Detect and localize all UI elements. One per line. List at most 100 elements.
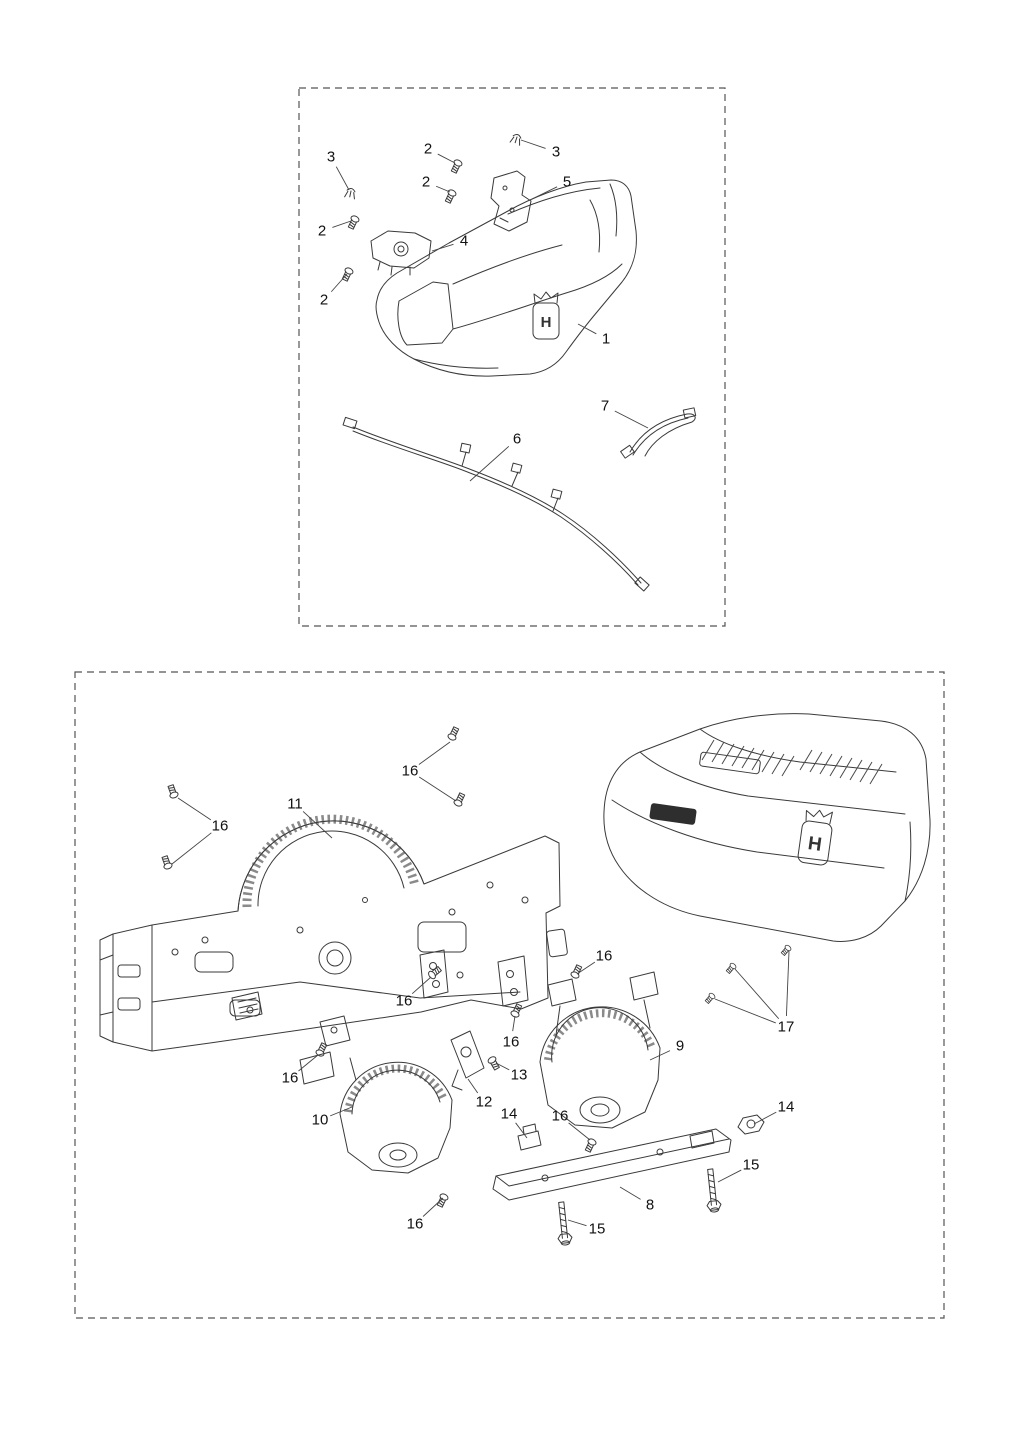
part-number-label: 9 — [676, 1038, 684, 1055]
screw-part16-i — [583, 1137, 598, 1154]
callout-leader-line — [520, 139, 546, 149]
callout-leader-line — [469, 445, 510, 482]
part-number-label: 2 — [422, 174, 430, 191]
screw-part17-b — [724, 961, 738, 975]
screw-part2-c — [346, 214, 361, 231]
assembled-top-cover: H — [603, 713, 931, 942]
part-number-label: 17 — [778, 1019, 795, 1036]
callout-leader-line — [330, 273, 348, 293]
callout-leader-line — [422, 1197, 444, 1217]
part-number-label: 16 — [282, 1070, 299, 1087]
part-number-label: 2 — [320, 292, 328, 309]
part-number-label: 8 — [646, 1197, 654, 1214]
callout-leader-line — [531, 186, 558, 200]
part-number-label: 16 — [402, 763, 419, 780]
callout-leader-line — [411, 976, 432, 995]
part-number-label: 1 — [602, 331, 610, 348]
part-number-label: 16 — [552, 1108, 569, 1125]
callout-leader-line — [576, 961, 596, 975]
part-number-label: 14 — [778, 1099, 795, 1116]
part-number-label: 5 — [563, 174, 571, 191]
callout-leader-line — [512, 1015, 516, 1032]
part-number-label: 15 — [743, 1157, 760, 1174]
latch-bracket — [231, 991, 263, 1021]
part-number-label: 7 — [601, 398, 609, 415]
screw-part17-a — [703, 991, 717, 1005]
upper-panel-frame — [298, 87, 726, 627]
part-number-label: 10 — [312, 1112, 329, 1129]
wheel-bracket-part9 — [539, 971, 661, 1129]
callout-leader-line — [298, 1054, 319, 1072]
part-number-label: 16 — [407, 1216, 424, 1233]
grip-hatch-b — [799, 749, 883, 785]
callout-leader-line — [171, 832, 212, 865]
cable-part7 — [620, 407, 697, 459]
part-number-label: 2 — [424, 141, 432, 158]
mount-bracket-a — [419, 949, 449, 999]
clamp-part14-left — [517, 1123, 542, 1151]
screw-part16-d — [160, 854, 174, 871]
part-number-label: 14 — [501, 1106, 518, 1123]
wiring-harness-part6 — [342, 416, 650, 592]
callout-leader-line — [785, 950, 790, 1017]
screw-part16-c — [166, 783, 180, 800]
bolt-part15-left — [553, 1200, 574, 1247]
callout-leader-line — [435, 185, 451, 193]
part-number-label: 16 — [503, 1034, 520, 1051]
support-bar-part8 — [492, 1128, 732, 1201]
part-number-label: 3 — [552, 144, 560, 161]
part-number-label: 12 — [476, 1094, 493, 1111]
callout-leader-line — [567, 1219, 587, 1227]
part-number-label: 11 — [287, 796, 303, 813]
screw-part16-j — [435, 1192, 450, 1209]
callout-leader-line — [467, 1078, 479, 1094]
screw-part16-a — [446, 725, 461, 742]
callout-leader-line — [515, 1122, 528, 1139]
callout-leader-line — [335, 166, 350, 191]
callout-leader-line — [437, 153, 456, 164]
callout-leader-line — [302, 811, 333, 839]
screw-part2-d — [340, 266, 355, 283]
part-number-label: 16 — [396, 993, 413, 1010]
callout-leader-line — [418, 776, 457, 802]
callout-leader-line — [330, 1106, 353, 1117]
part-number-label: 15 — [589, 1221, 606, 1238]
part-number-label: 3 — [327, 149, 335, 166]
part-number-label: 13 — [511, 1067, 528, 1084]
part-number-label: 16 — [596, 948, 613, 965]
screw-part17-c — [779, 943, 793, 957]
callout-leader-line — [619, 1186, 641, 1200]
screw-part2-b — [443, 188, 458, 205]
husqvarna-logo-letter: H — [541, 314, 552, 331]
bracket-plate-part5 — [490, 170, 532, 232]
mount-bracket-c — [319, 1015, 351, 1047]
lever-part12 — [450, 1030, 485, 1091]
mount-bracket-b — [497, 955, 529, 1007]
part-number-label: 16 — [212, 818, 229, 835]
clip-part3-a — [344, 187, 357, 200]
bolt-part15-right — [702, 1167, 723, 1214]
chassis-panel-frame — [74, 671, 945, 1319]
wheel-bracket-part10 — [299, 1051, 453, 1174]
callout-leader-line — [734, 968, 780, 1020]
clip-part3-b — [509, 132, 524, 146]
callout-leader-line — [753, 1111, 777, 1125]
callout-leader-line — [418, 741, 451, 765]
top-cover-part — [375, 179, 637, 377]
callout-leader-line — [431, 243, 454, 252]
callout-leader-line — [568, 1122, 591, 1141]
screw-part16-g — [509, 1002, 524, 1019]
part-number-label: 6 — [513, 431, 521, 448]
husqvarna-logo: H — [532, 291, 560, 340]
screw-part13 — [486, 1054, 502, 1072]
bracket-part4 — [370, 230, 432, 276]
husqvarna-logo-letter: H — [807, 833, 824, 856]
grip-hatch-a — [701, 739, 795, 777]
part-number-label: 2 — [318, 223, 326, 240]
callout-leader-line — [577, 323, 597, 335]
chassis-plate-part11 — [99, 814, 568, 1052]
screw-part16-b — [452, 791, 467, 808]
nut-part14-right — [737, 1114, 765, 1135]
callout-leader-line — [614, 410, 649, 429]
